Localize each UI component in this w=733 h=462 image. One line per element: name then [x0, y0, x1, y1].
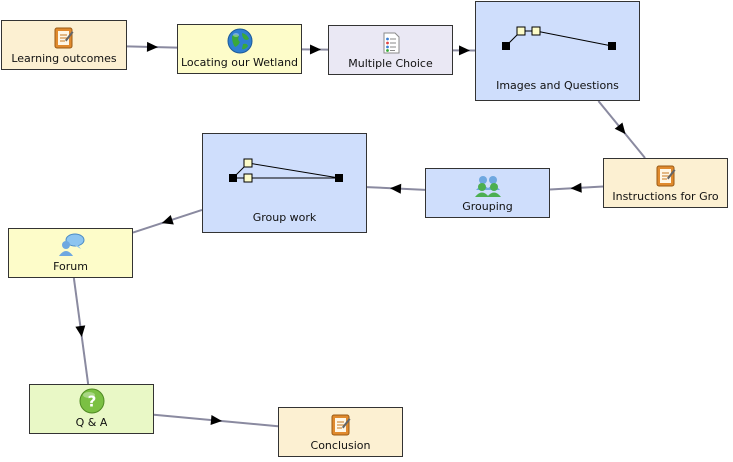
question-icon: ?	[79, 388, 104, 414]
node-instructions-group[interactable]: Instructions for Gro	[603, 158, 728, 208]
node-learning-outcomes[interactable]: Learning outcomes	[1, 20, 127, 70]
node-label: Instructions for Gro	[612, 190, 719, 203]
node-label: Group work	[252, 211, 317, 224]
branching-icon	[502, 26, 616, 50]
globe-icon	[227, 28, 252, 54]
notepad-icon	[54, 27, 74, 49]
people-icon	[474, 176, 501, 197]
checklist-icon	[383, 32, 399, 54]
node-multiple-choice[interactable]: Multiple Choice	[328, 25, 453, 75]
node-label: Learning outcomes	[11, 52, 117, 65]
node-forum[interactable]: Forum	[8, 228, 133, 278]
node-label: Q & A	[75, 416, 108, 429]
node-label: Locating our Wetland	[180, 56, 299, 69]
node-group-work[interactable]: Group work	[202, 133, 367, 233]
node-label: Images and Questions	[496, 79, 619, 92]
notepad-icon	[656, 165, 675, 187]
node-label: Conclusion	[310, 439, 371, 452]
arrowhead	[570, 182, 582, 193]
arrowhead	[146, 41, 158, 52]
chat-icon	[58, 233, 84, 256]
node-locating-wetland[interactable]: Locating our Wetland	[177, 24, 302, 74]
node-label: Grouping	[462, 200, 513, 213]
svg-text:?: ?	[87, 393, 96, 411]
node-images-questions[interactable]: Images and Questions	[475, 1, 640, 101]
arrowhead	[161, 214, 174, 225]
node-label: Multiple Choice	[348, 57, 433, 70]
node-conclusion[interactable]: Conclusion	[278, 407, 403, 457]
node-qa[interactable]: ? Q & A	[29, 384, 154, 434]
arrowhead	[309, 44, 321, 55]
node-label: Forum	[53, 260, 88, 273]
node-grouping[interactable]: Grouping	[425, 168, 550, 218]
arrowhead	[458, 45, 470, 56]
branching-icon	[229, 158, 343, 183]
arrowhead	[210, 415, 222, 426]
notepad-icon	[331, 414, 350, 436]
arrowhead	[75, 325, 86, 337]
arrowhead	[614, 122, 626, 135]
arrowhead	[390, 183, 402, 194]
